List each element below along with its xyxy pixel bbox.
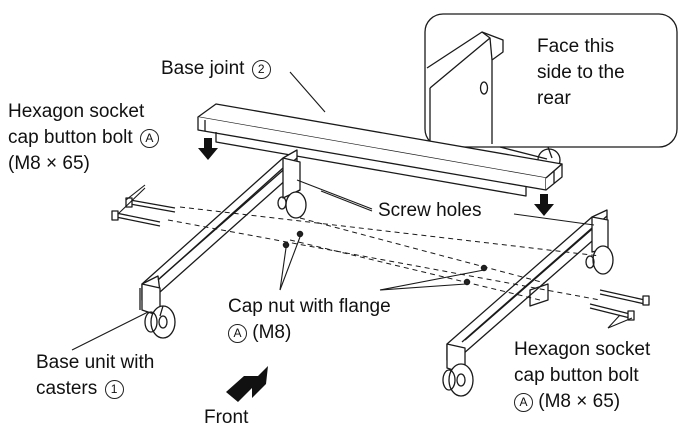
face-line2: side to the <box>537 62 625 83</box>
base-unit-number: 1 <box>104 380 124 399</box>
base-joint-number: 2 <box>251 60 271 79</box>
bolt-left-line1: Hexagon socket <box>8 101 145 122</box>
label-base-joint: Base joint 2 <box>161 57 271 81</box>
base-unit-line1: Base unit with <box>36 352 155 373</box>
bolt-left-size: (M8 × 65) <box>8 153 90 174</box>
label-face-rear: Face this side to the rear <box>537 34 625 112</box>
label-bolt-right: Hexagon socket cap button bolt A (M8 × 6… <box>514 337 650 415</box>
bolt-left-mark: A <box>139 129 159 148</box>
cap-nut-line1: Cap nut with flange <box>228 296 391 317</box>
label-screw-holes: Screw holes <box>378 199 482 223</box>
label-cap-nut: Cap nut with flange A (M8) <box>228 294 391 346</box>
bolt-right-line2: cap button bolt <box>514 365 639 386</box>
face-line1: Face this <box>537 36 615 57</box>
bolt-right-size: (M8 × 65) <box>538 391 621 412</box>
bolt-left-line2: cap button bolt <box>8 127 133 148</box>
down-arrow-right <box>534 194 554 216</box>
base-joint-part <box>197 103 563 197</box>
base-unit-right <box>442 209 614 397</box>
cap-nut-size: (M8) <box>252 322 292 343</box>
bolts-right <box>589 289 650 321</box>
leader-lines <box>71 71 633 351</box>
front-text: Front <box>204 407 249 428</box>
bolt-right-line1: Hexagon socket <box>514 339 651 360</box>
bolts-left <box>111 197 176 227</box>
down-arrow-left <box>198 138 218 160</box>
base-unit-line2: casters <box>36 378 98 399</box>
front-arrow <box>226 366 268 402</box>
bolt-right-mark: A <box>514 393 533 412</box>
screw-holes-text: Screw holes <box>378 200 482 221</box>
label-front: Front <box>204 406 248 430</box>
cap-nut-mark: A <box>228 324 247 343</box>
cap-nut-markers <box>282 230 488 286</box>
base-joint-text: Base joint <box>161 58 245 79</box>
label-base-unit: Base unit with casters 1 <box>36 350 154 402</box>
base-unit-left <box>139 149 307 339</box>
alignment-dashes <box>167 206 601 301</box>
label-bolt-left: Hexagon socket cap button bolt A (M8 × 6… <box>8 99 159 177</box>
face-line3: rear <box>537 88 571 109</box>
